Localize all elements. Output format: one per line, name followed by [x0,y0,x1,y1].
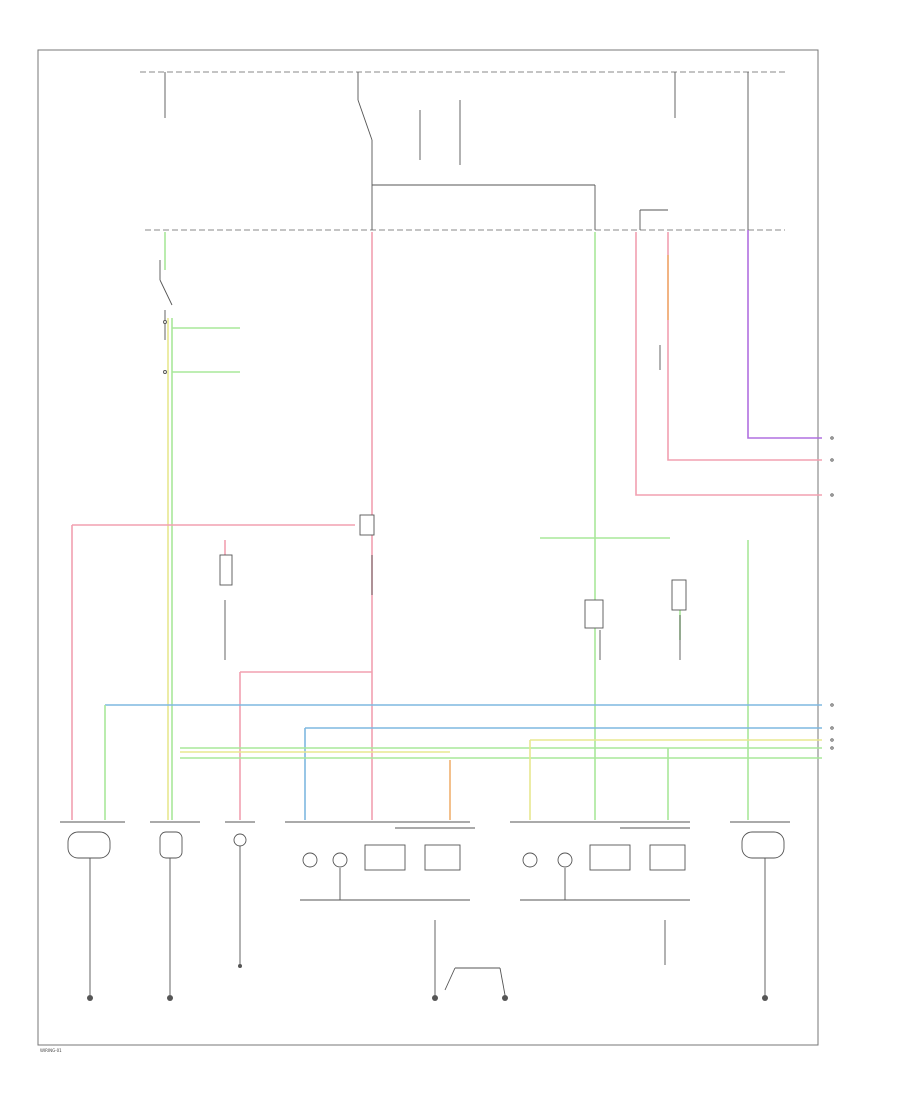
diagram-border [37,49,819,1046]
right-edge-connectors [830,436,834,750]
lamp-small-left [233,833,247,968]
components [219,345,687,660]
lamp-right-outer [741,831,785,1001]
fuse-group-top [164,72,749,230]
lamp-left-inner [159,831,183,1001]
figure-id: WIRING-01 [40,1048,62,1053]
lamp-left-outer [67,831,111,1001]
headlamp-module-right [520,827,690,901]
wires [71,230,822,820]
ground-branch-center [432,920,666,1001]
headlamp-module-left [300,827,475,901]
switch-left [159,260,173,374]
